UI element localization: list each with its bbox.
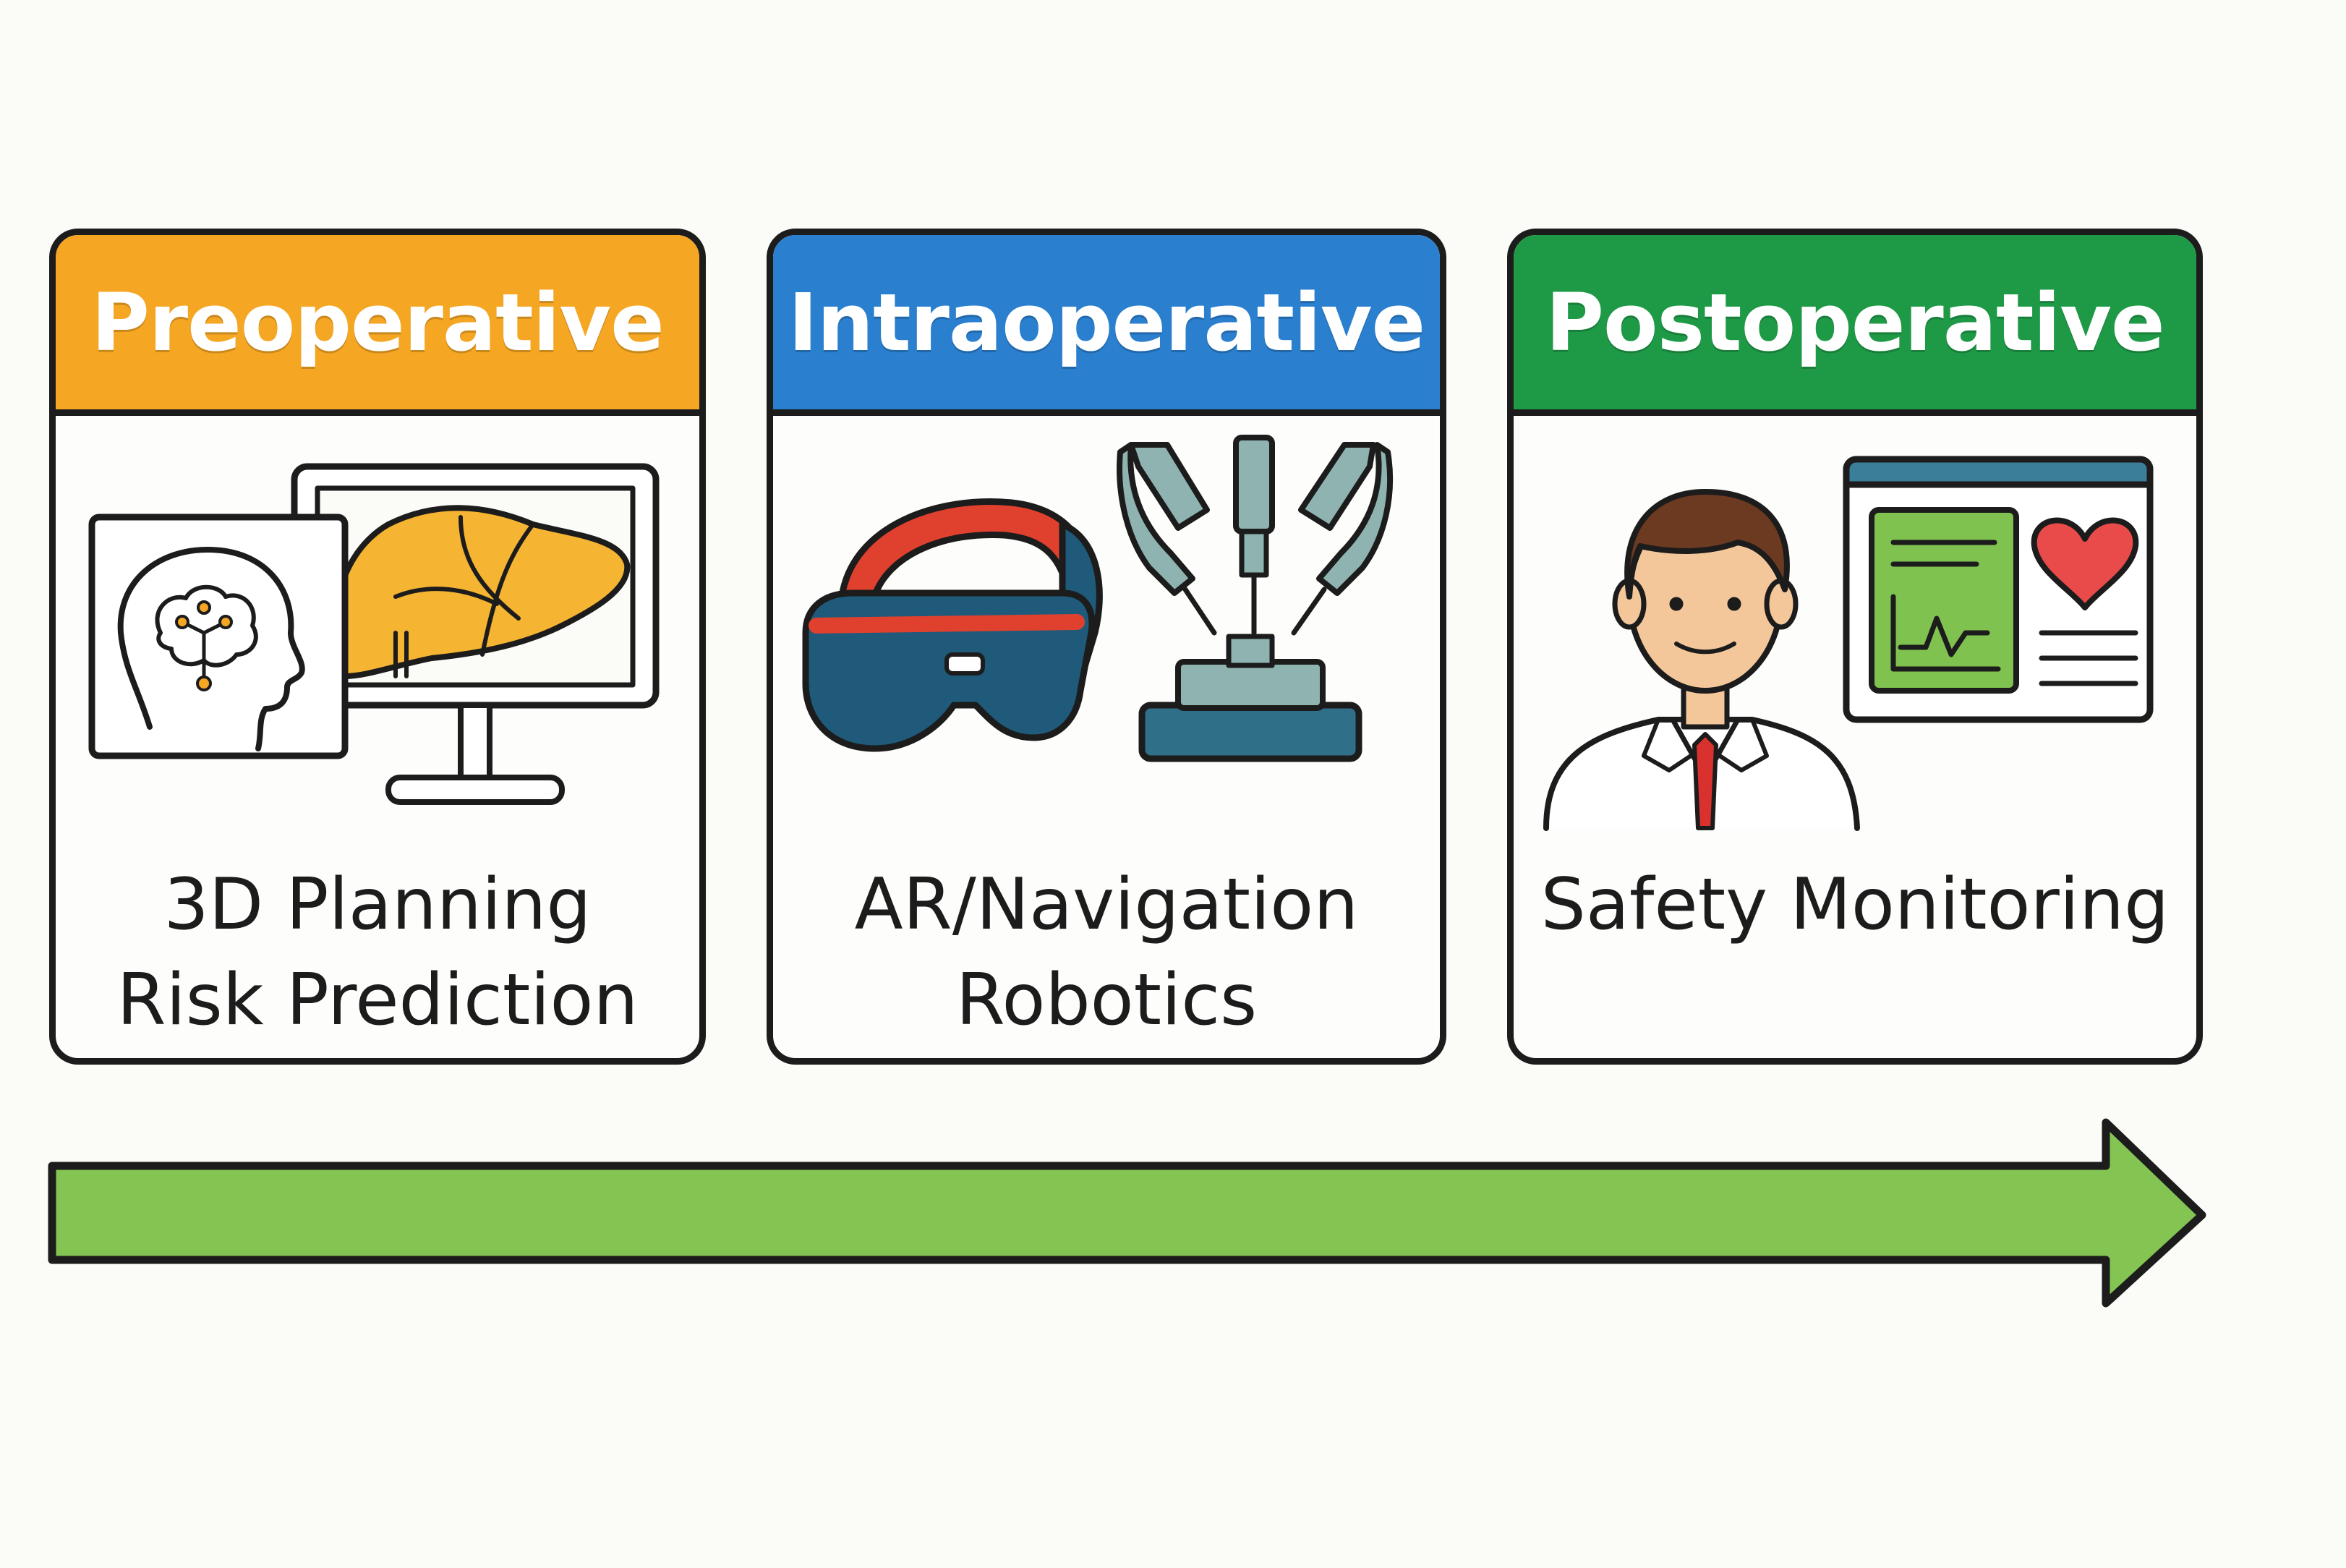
phase-illustration: [802, 435, 1394, 762]
phase-header-preoperative: Preoperative: [56, 235, 699, 416]
surgical-robot-icon: [1117, 435, 1394, 762]
phase-illustration: [88, 463, 660, 805]
phase-description: AR/Navigation Robotics: [773, 857, 1440, 1048]
phase-title: Postoperative: [1545, 276, 2164, 369]
phase-description: Safety Monitoring: [1514, 857, 2196, 953]
phase-description: 3D Planning Risk Prediction: [56, 857, 699, 1048]
phase-card-intraoperative: Intraoperative AR/Navigation Ro: [767, 229, 1446, 1065]
phase-line: Risk Prediction: [116, 959, 639, 1041]
vr-headset-icon: [802, 498, 1103, 752]
phase-line: AR/Navigation: [854, 864, 1359, 946]
brain-head-icon: [88, 514, 349, 759]
phase-line: Safety Monitoring: [1540, 864, 2170, 946]
phase-line: Robotics: [955, 959, 1258, 1041]
doctor-icon: [1543, 489, 1860, 831]
phase-title: Intraoperative: [788, 276, 1425, 369]
phase-title: Preoperative: [91, 276, 664, 369]
phase-line: 3D Planning: [163, 864, 592, 946]
phase-card-postoperative: Postoperative: [1507, 229, 2203, 1065]
timeline-arrow: [48, 1118, 2206, 1308]
phase-header-postoperative: Postoperative: [1514, 235, 2196, 416]
phase-card-preoperative: Preoperative 3D Planning Risk Prediction: [49, 229, 706, 1065]
phase-header-intraoperative: Intraoperative: [773, 235, 1440, 416]
health-dashboard-icon: [1843, 456, 2154, 723]
phase-illustration: [1543, 456, 2154, 831]
liver-monitor-icon: [291, 463, 660, 805]
arrow-right-icon: [48, 1118, 2206, 1308]
